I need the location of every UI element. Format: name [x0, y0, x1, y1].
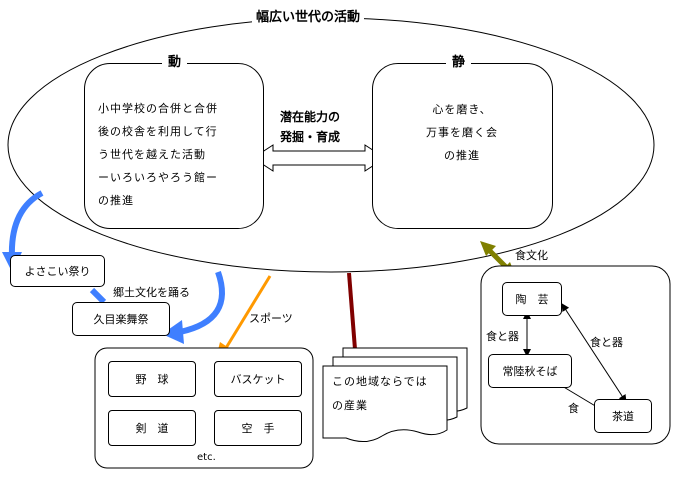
blue-arrow-kume — [179, 271, 225, 335]
sei-line: 万事を磨く会 — [426, 126, 498, 139]
sei-text: 心を磨き、 万事を磨く会 の推進 — [410, 98, 514, 167]
diagram-title: 幅広い世代の活動 — [252, 11, 365, 24]
dou-line: 後の校舎を利用して行 — [98, 125, 218, 138]
dou-heading: 動 — [162, 56, 188, 69]
center-label: 潜在能力の 発掘・育成 — [280, 107, 340, 147]
blue-link-yosakoi-kume — [89, 287, 107, 305]
orange-arrow-sports — [224, 275, 272, 349]
sports-etc: etc. — [197, 452, 216, 463]
olive-arrow-food — [487, 248, 509, 270]
arrow-tougei-sadou — [561, 303, 627, 403]
sei-line: の推進 — [444, 149, 480, 162]
food-label: 食文化 — [515, 249, 548, 262]
industry-line: の産業 — [332, 399, 368, 412]
center-label-line: 発掘・育成 — [280, 130, 341, 144]
food-soba: 常陸秋そば — [488, 354, 572, 388]
industry-doc-front — [322, 365, 448, 442]
dou-line: う世代を越えた活動 — [98, 148, 206, 161]
center-label-line: 潜在能力の — [280, 110, 341, 124]
food-sadou: 茶道 — [594, 399, 652, 433]
sei-line: 心を磨き、 — [432, 103, 492, 116]
sei-box — [372, 63, 553, 229]
sports-baseball: 野 球 — [108, 361, 196, 397]
industry-line: この地域ならでは — [332, 375, 428, 388]
sei-heading: 静 — [446, 56, 472, 69]
dou-line: の推進 — [98, 194, 134, 207]
food-label-shoku: 食 — [568, 402, 579, 415]
dou-text: 小中学校の合併と合併 後の校舎を利用して行 う世代を越えた活動 ーいろいろやろう… — [98, 97, 218, 212]
darkred-arrow-industry — [347, 272, 358, 363]
blue-arrow-yosakoi — [8, 190, 44, 259]
sports-kendo: 剣 道 — [108, 410, 196, 446]
dou-line: 小中学校の合併と合併 — [98, 102, 218, 115]
kume-box: 久目楽舞祭 — [72, 302, 170, 336]
kyodo-label: 郷土文化を踊る — [113, 286, 190, 299]
industry-text: この地域ならでは の産業 — [332, 370, 428, 418]
yosakoi-box: よさこい祭り — [10, 255, 105, 287]
food-label-shoku-to-ki-left: 食と器 — [486, 330, 519, 343]
blue-arrowhead-kume — [162, 320, 184, 344]
olive-arrowhead-top — [480, 241, 496, 256]
food-tougei: 陶 芸 — [502, 282, 562, 316]
sports-basketball: バスケット — [214, 361, 302, 397]
dou-line: ーいろいろやろう館ー — [98, 171, 218, 184]
sports-label: スポーツ — [249, 312, 293, 325]
food-label-shoku-to-ki-right: 食と器 — [590, 336, 623, 349]
sports-karate: 空 手 — [214, 410, 302, 446]
